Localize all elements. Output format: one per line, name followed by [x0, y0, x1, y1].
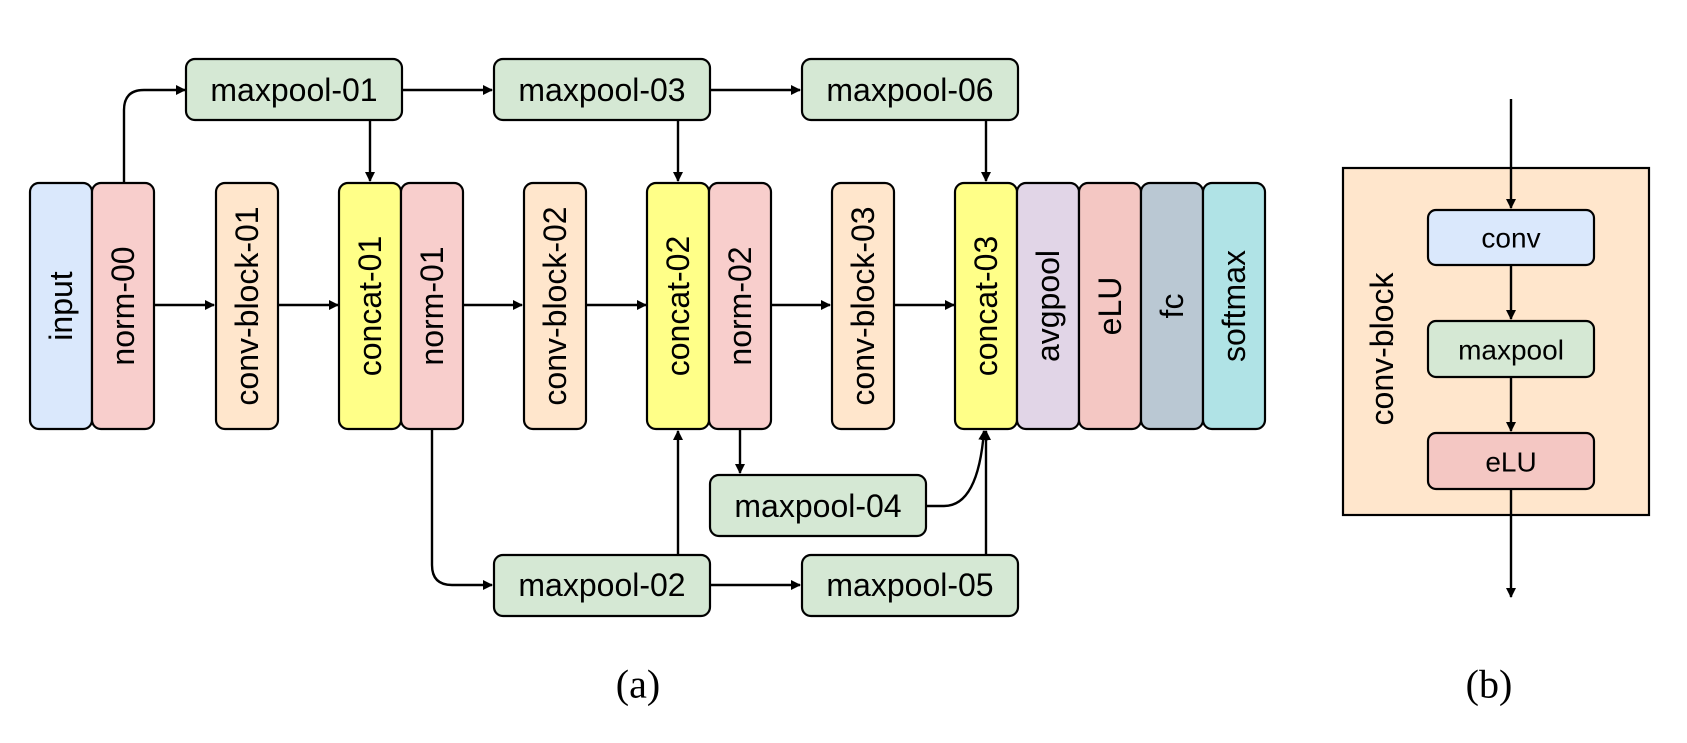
maxpool-06-box: [800, 57, 1020, 122]
avgpool-label: avgpool: [1030, 250, 1066, 362]
norm-01-label: norm-01: [414, 246, 450, 365]
conv-block-02-label: conv-block-02: [537, 206, 573, 405]
node-fc: fc: [1139, 181, 1205, 431]
maxpool-03-box: [492, 57, 712, 122]
detail-conv-box: [1426, 208, 1596, 267]
conv-block-01-box: [214, 181, 280, 431]
node-maxpool-03: maxpool-03: [492, 57, 712, 122]
node-maxpool-05: maxpool-05: [800, 553, 1020, 618]
elu-label: eLU: [1092, 277, 1128, 336]
fc-label: fc: [1154, 294, 1190, 319]
node-norm-02: norm-02: [707, 181, 773, 431]
node-concat-01: concat-01: [337, 181, 403, 431]
norm-01-box: [399, 181, 465, 431]
conv-block-container-label: conv-block: [1364, 272, 1400, 426]
detail-conv-label: conv: [1481, 223, 1540, 254]
softmax-box: [1201, 181, 1267, 431]
maxpool-04-box: [708, 473, 928, 538]
detail-node-maxpool: maxpool: [1426, 319, 1596, 379]
norm-00-box: [90, 181, 156, 431]
node-maxpool-06: maxpool-06: [800, 57, 1020, 122]
caption-b: (b): [1466, 662, 1513, 707]
node-avgpool: avgpool: [1015, 181, 1081, 431]
edge-norm01-maxpool02: [430, 429, 493, 590]
maxpool-05-label: maxpool-05: [826, 567, 993, 603]
node-concat-02: concat-02: [645, 181, 711, 431]
concat-02-label: concat-02: [660, 236, 696, 377]
node-maxpool-02: maxpool-02: [492, 553, 712, 618]
node-concat-03: concat-03: [953, 181, 1019, 431]
concat-03-label: concat-03: [968, 236, 1004, 377]
maxpool-02-label: maxpool-02: [518, 567, 685, 603]
maxpool-06-label: maxpool-06: [826, 72, 993, 108]
node-maxpool-04: maxpool-04: [708, 473, 928, 538]
concat-01-label: concat-01: [352, 236, 388, 377]
edge-norm00-maxpool01: [122, 85, 186, 183]
detail-maxpool-box: [1426, 319, 1596, 379]
caption-a: (a): [616, 662, 660, 707]
detail-node-conv: conv: [1426, 208, 1596, 267]
conv-block-03-label: conv-block-03: [845, 206, 881, 405]
norm-02-label: norm-02: [722, 246, 758, 365]
norm-02-box: [707, 181, 773, 431]
node-input: input: [28, 181, 94, 431]
conv-block-detail: conv-block conv maxpool eLU: [1341, 99, 1651, 598]
detail-elu-box: [1426, 431, 1596, 491]
maxpool-03-label: maxpool-03: [518, 72, 685, 108]
maxpool-01-box: [184, 57, 404, 122]
node-softmax: softmax: [1201, 181, 1267, 431]
maxpool-01-label: maxpool-01: [210, 72, 377, 108]
node-norm-01: norm-01: [399, 181, 465, 431]
edge-maxpool04-concat03: [924, 430, 989, 508]
node-conv-block-01: conv-block-01: [214, 181, 280, 431]
detail-maxpool-label: maxpool: [1458, 335, 1564, 366]
conv-block-01-label: conv-block-01: [229, 206, 265, 405]
node-conv-block-02: conv-block-02: [522, 181, 588, 431]
softmax-label: softmax: [1216, 250, 1252, 362]
node-maxpool-01: maxpool-01: [184, 57, 404, 122]
node-elu: eLU: [1077, 181, 1143, 431]
norm-00-label: norm-00: [105, 246, 141, 365]
input-label: input: [43, 271, 79, 341]
maxpool-05-box: [800, 553, 1020, 618]
conv-block-03-box: [830, 181, 896, 431]
maxpool-04-label: maxpool-04: [734, 488, 901, 524]
maxpool-02-box: [492, 553, 712, 618]
node-norm-00: norm-00: [90, 181, 156, 431]
detail-node-elu: eLU: [1426, 431, 1596, 491]
detail-elu-label: eLU: [1485, 447, 1536, 478]
edges-main: [122, 85, 991, 590]
conv-block-02-box: [522, 181, 588, 431]
node-conv-block-03: conv-block-03: [830, 181, 896, 431]
